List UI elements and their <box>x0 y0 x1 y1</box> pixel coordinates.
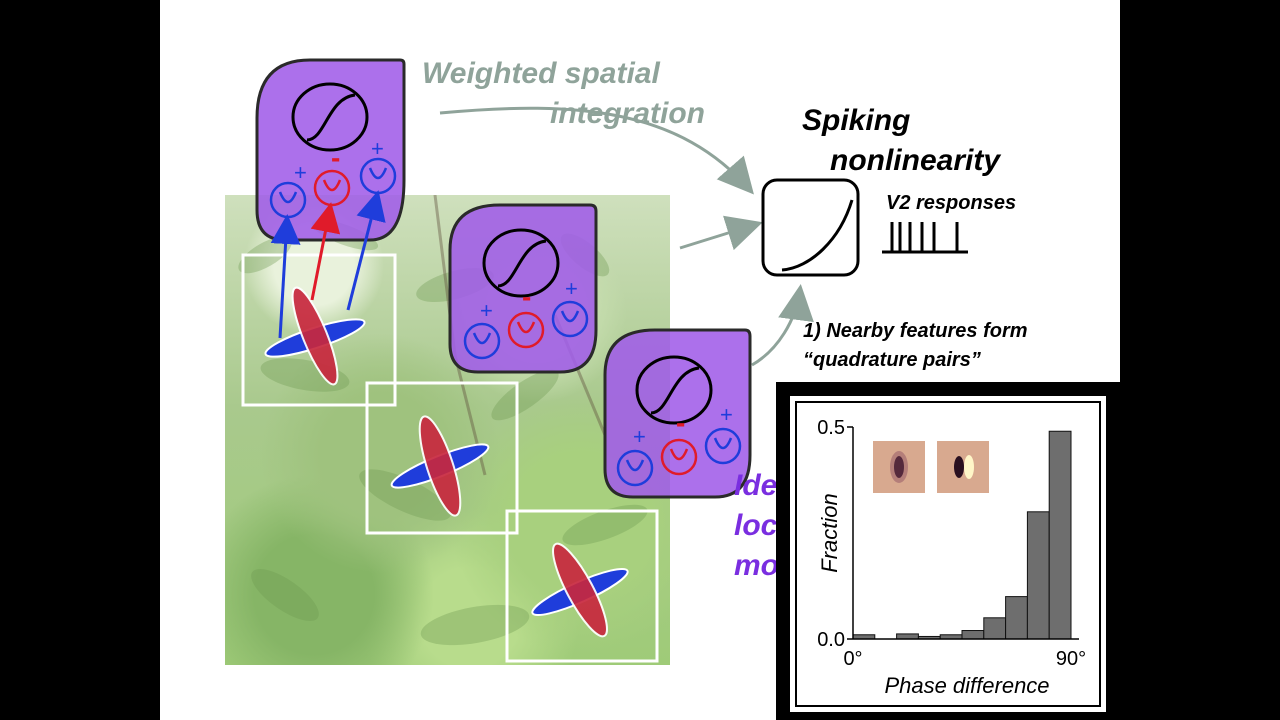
integration-arrow-3 <box>751 284 814 367</box>
histogram-bar <box>983 617 1007 640</box>
plus-sign: + <box>720 402 733 427</box>
filter-pair-3 <box>531 542 629 638</box>
rf-box-3 <box>505 509 659 663</box>
hidden-text-line3: mo <box>734 549 779 582</box>
y-axis-label: Fraction <box>817 493 842 572</box>
unit-box-2 <box>448 203 598 374</box>
y-tick-label-bottom: 0.0 <box>817 629 845 651</box>
histogram-bar <box>1048 430 1072 640</box>
minus-sign: - <box>331 142 340 173</box>
histogram-svg: 0.5 0.0 0° 90° Phase difference Fraction <box>817 417 1086 698</box>
nearby-features-label: 1) Nearby features form <box>803 320 1028 342</box>
integration-arrow-1 <box>439 106 754 195</box>
unit-box-3 <box>603 328 752 499</box>
spiking-nonlinearity-box <box>761 178 860 277</box>
v2-responses-label: V2 responses <box>886 192 1017 214</box>
x-tick-label-right: 90° <box>1056 648 1086 670</box>
x-axis-label: Phase difference <box>884 673 1049 698</box>
weighted-label-line1: Weighted spatial <box>422 57 660 90</box>
minus-sign: - <box>522 281 531 312</box>
histogram-bar <box>1005 596 1028 640</box>
plus-sign: + <box>294 160 307 185</box>
hidden-text-line1: Ide <box>734 469 778 502</box>
filter-pair-2 <box>390 415 490 517</box>
histogram-bar <box>1026 511 1050 640</box>
y-tick-label-top: 0.5 <box>817 417 845 439</box>
histogram-panel: 0.5 0.0 0° 90° Phase difference Fraction <box>795 401 1101 707</box>
blue-arrow-1 <box>270 214 301 339</box>
x-tick-label-left: 0° <box>843 648 862 670</box>
histogram-inset: 0.5 0.0 0° 90° Phase difference Fraction <box>776 382 1120 720</box>
filter-thumbnail-even <box>873 441 925 493</box>
red-arrow <box>310 202 341 301</box>
spike-train <box>882 222 968 254</box>
minus-sign: - <box>676 407 685 438</box>
plus-sign: + <box>565 276 578 301</box>
rf-box-1 <box>241 253 397 407</box>
integration-arrow-2 <box>679 215 763 251</box>
plus-sign: + <box>633 424 646 449</box>
histogram-bar <box>896 633 919 640</box>
weighted-label-line2: integration <box>550 97 705 130</box>
slide: + - + + - + + - + Weighted spatial integ… <box>160 0 1120 720</box>
filter-thumbnail-odd <box>937 441 989 493</box>
hidden-text-line2: loc <box>734 509 778 542</box>
rf-box-2 <box>365 381 519 535</box>
spiking-label-line2: nonlinearity <box>830 144 1001 177</box>
blue-arrow-2 <box>346 190 386 311</box>
histogram-bar <box>961 630 985 640</box>
histogram-frame: 0.5 0.0 0° 90° Phase difference Fraction <box>788 394 1108 714</box>
diagram-svg: + - + + - + + - + <box>241 58 968 663</box>
quadrature-pairs-label: “quadrature pairs” <box>803 349 981 371</box>
plus-sign: + <box>480 298 493 323</box>
plus-sign: + <box>371 136 384 161</box>
filter-pair-1 <box>264 286 366 386</box>
spiking-label-line1: Spiking <box>802 104 911 137</box>
